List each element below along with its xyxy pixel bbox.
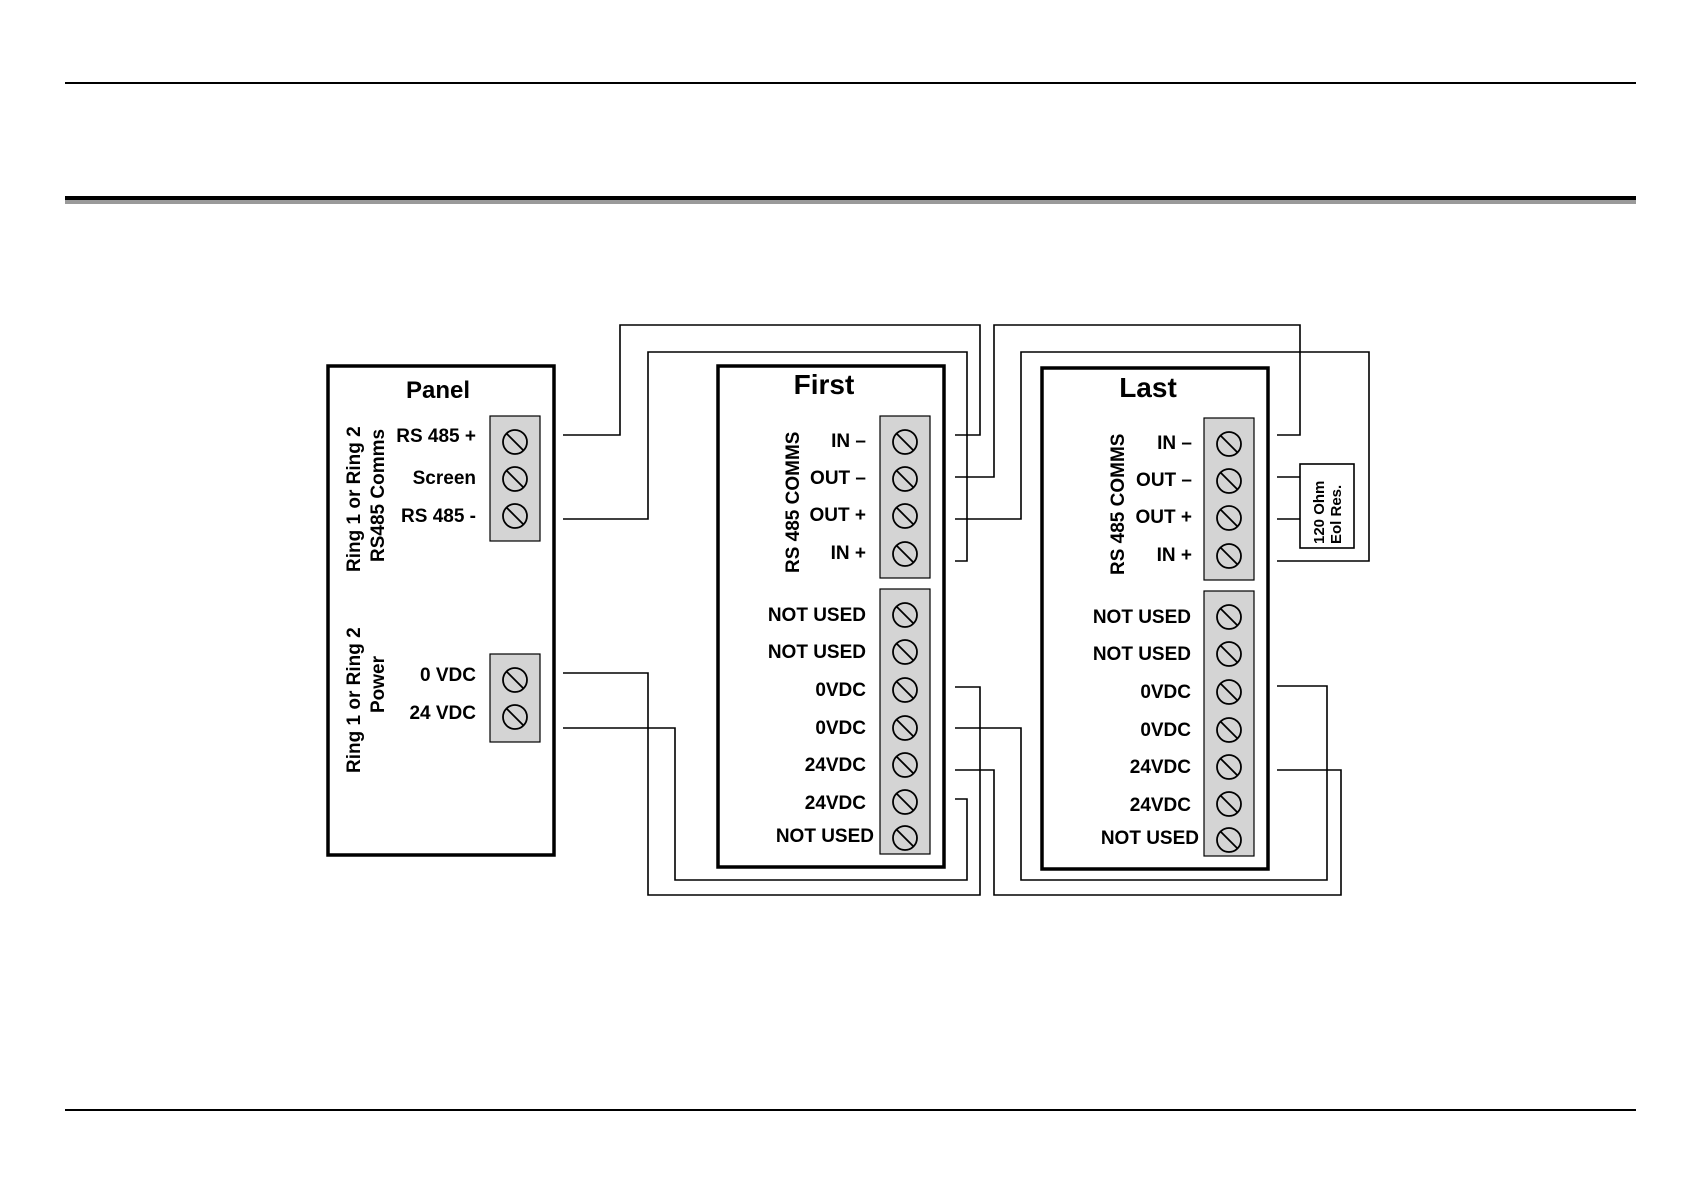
panel-title: Panel bbox=[406, 377, 470, 404]
svg-text:Ring 1 or Ring 2: Ring 1 or Ring 2 bbox=[344, 627, 365, 773]
last-terminal-label-not-used-2: NOT USED bbox=[1093, 644, 1191, 665]
first-terminal-label-in-minus: IN – bbox=[831, 431, 866, 452]
eol-resistor-label: 120 Ohm Eol Res. bbox=[1311, 481, 1345, 544]
first-terminal-label-0vdc-1: 0VDC bbox=[815, 680, 866, 701]
last-terminal-label-in-minus: IN – bbox=[1157, 433, 1192, 454]
last-terminal-label-24vdc-2: 24VDC bbox=[1130, 795, 1192, 816]
last-terminal-label-in-plus: IN + bbox=[1157, 545, 1192, 566]
first-terminal-label-not-used-2: NOT USED bbox=[768, 642, 866, 663]
first-terminal-label-in-plus: IN + bbox=[831, 543, 866, 564]
last-terminal-label-24vdc-1: 24VDC bbox=[1130, 757, 1192, 778]
panel-box: Panel Ring 1 or Ring 2 RS485 Comms Ring … bbox=[328, 366, 554, 855]
panel-terminal-label-0vdc: 0 VDC bbox=[420, 665, 476, 686]
first-box: First RS 485 COMMS IN – OUT – OUT + IN +… bbox=[718, 366, 944, 867]
last-title: Last bbox=[1119, 372, 1177, 403]
last-terminal-label-out-minus: OUT – bbox=[1136, 470, 1192, 491]
first-comms-label: RS 485 COMMS bbox=[783, 432, 804, 573]
panel-terminal-label-24vdc: 24 VDC bbox=[409, 703, 476, 724]
header-rule-shadow bbox=[65, 200, 1636, 204]
panel-terminal-label-rs485-minus: RS 485 - bbox=[401, 506, 476, 527]
first-title: First bbox=[794, 369, 855, 400]
svg-text:RS 485 COMMS: RS 485 COMMS bbox=[783, 432, 804, 573]
first-terminal-label-24vdc-1: 24VDC bbox=[805, 755, 867, 776]
panel-terminal-label-rs485-plus: RS 485 + bbox=[396, 426, 476, 447]
svg-text:Eol Res.: Eol Res. bbox=[1328, 485, 1345, 544]
header-rule bbox=[65, 196, 1636, 200]
svg-text:Ring 1 or Ring 2: Ring 1 or Ring 2 bbox=[344, 426, 365, 572]
first-terminal-label-out-plus: OUT + bbox=[810, 505, 866, 526]
first-terminal-label-0vdc-2: 0VDC bbox=[815, 718, 866, 739]
first-terminal-label-out-minus: OUT – bbox=[810, 468, 866, 489]
first-terminal-label-not-used-3: NOT USED bbox=[776, 826, 874, 847]
last-terminal-label-not-used-3: NOT USED bbox=[1101, 828, 1199, 849]
eol-resistor: 120 Ohm Eol Res. bbox=[1300, 464, 1354, 548]
first-terminal-label-not-used-1: NOT USED bbox=[768, 605, 866, 626]
last-box: Last RS 485 COMMS IN – OUT – OUT + IN + … bbox=[1042, 368, 1268, 869]
svg-text:RS485 Comms: RS485 Comms bbox=[368, 429, 389, 562]
last-terminal-label-out-plus: OUT + bbox=[1136, 507, 1192, 528]
panel-terminal-label-screen: Screen bbox=[413, 468, 476, 489]
first-terminal-label-24vdc-2: 24VDC bbox=[805, 793, 867, 814]
svg-text:RS 485 COMMS: RS 485 COMMS bbox=[1108, 434, 1129, 575]
last-terminal-label-0vdc-2: 0VDC bbox=[1140, 720, 1191, 741]
last-terminal-label-0vdc-1: 0VDC bbox=[1140, 682, 1191, 703]
last-comms-label: RS 485 COMMS bbox=[1108, 434, 1129, 575]
svg-text:120 Ohm: 120 Ohm bbox=[1311, 481, 1328, 544]
last-terminal-label-not-used-1: NOT USED bbox=[1093, 607, 1191, 628]
svg-text:Power: Power bbox=[368, 655, 389, 713]
